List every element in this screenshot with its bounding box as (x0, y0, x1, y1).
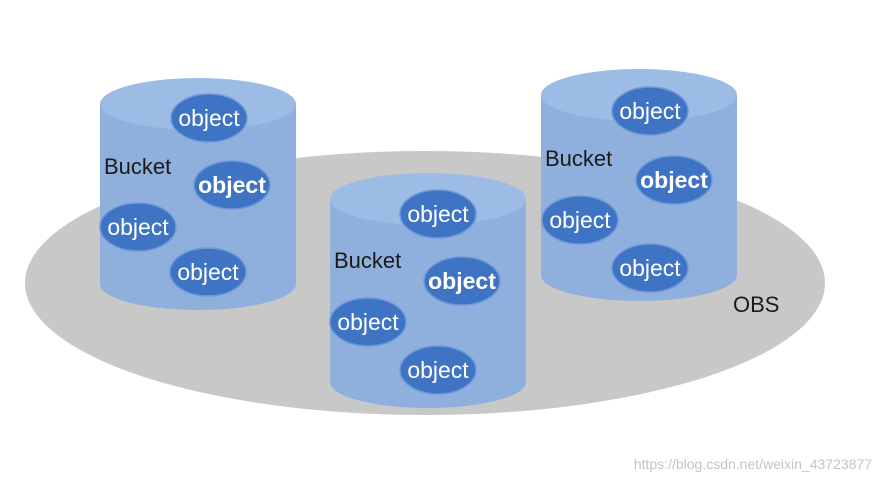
object-item: object (399, 345, 477, 395)
object-item: object (541, 195, 619, 245)
bucket-label: Bucket (104, 154, 171, 179)
bucket-cylinder-body (100, 104, 296, 310)
object-ellipse (635, 155, 713, 205)
object-ellipse (611, 243, 689, 293)
bucket-cylinder-body (541, 95, 737, 301)
object-label: object (337, 309, 399, 335)
object-item: object (170, 93, 248, 143)
object-ellipse (99, 202, 177, 252)
object-label: object (107, 214, 169, 240)
object-label: object (640, 167, 708, 193)
bucket-label: Bucket (545, 146, 612, 171)
bucket-cylinder-body (330, 199, 526, 408)
object-label: object (619, 255, 681, 281)
object-ellipse (541, 195, 619, 245)
object-ellipse (170, 93, 248, 143)
object-ellipse (611, 86, 689, 136)
object-label: object (619, 98, 681, 124)
object-item: object (635, 155, 713, 205)
object-label: object (407, 201, 469, 227)
bucket-3: Bucket object object object object (541, 69, 737, 301)
object-item: object (169, 247, 247, 297)
object-label: object (407, 357, 469, 383)
object-ellipse (399, 345, 477, 395)
object-label: object (178, 105, 240, 131)
object-ellipse (193, 160, 271, 210)
object-ellipse (399, 189, 477, 239)
object-label: object (428, 268, 496, 294)
object-item: object (423, 256, 501, 306)
watermark: https://blog.csdn.net/weixin_43723877 (633, 456, 872, 472)
object-label: object (549, 207, 611, 233)
object-item: object (193, 160, 271, 210)
object-ellipse (423, 256, 501, 306)
object-item: object (99, 202, 177, 252)
object-ellipse (329, 297, 407, 347)
object-label: object (177, 259, 239, 285)
object-item: object (611, 243, 689, 293)
obs-label: OBS (733, 292, 779, 317)
object-item: object (399, 189, 477, 239)
bucket-label: Bucket (334, 248, 401, 273)
object-item: object (329, 297, 407, 347)
object-ellipse (169, 247, 247, 297)
object-item: object (611, 86, 689, 136)
bucket-1: Bucket object object object object (99, 78, 296, 310)
object-label: object (198, 172, 266, 198)
